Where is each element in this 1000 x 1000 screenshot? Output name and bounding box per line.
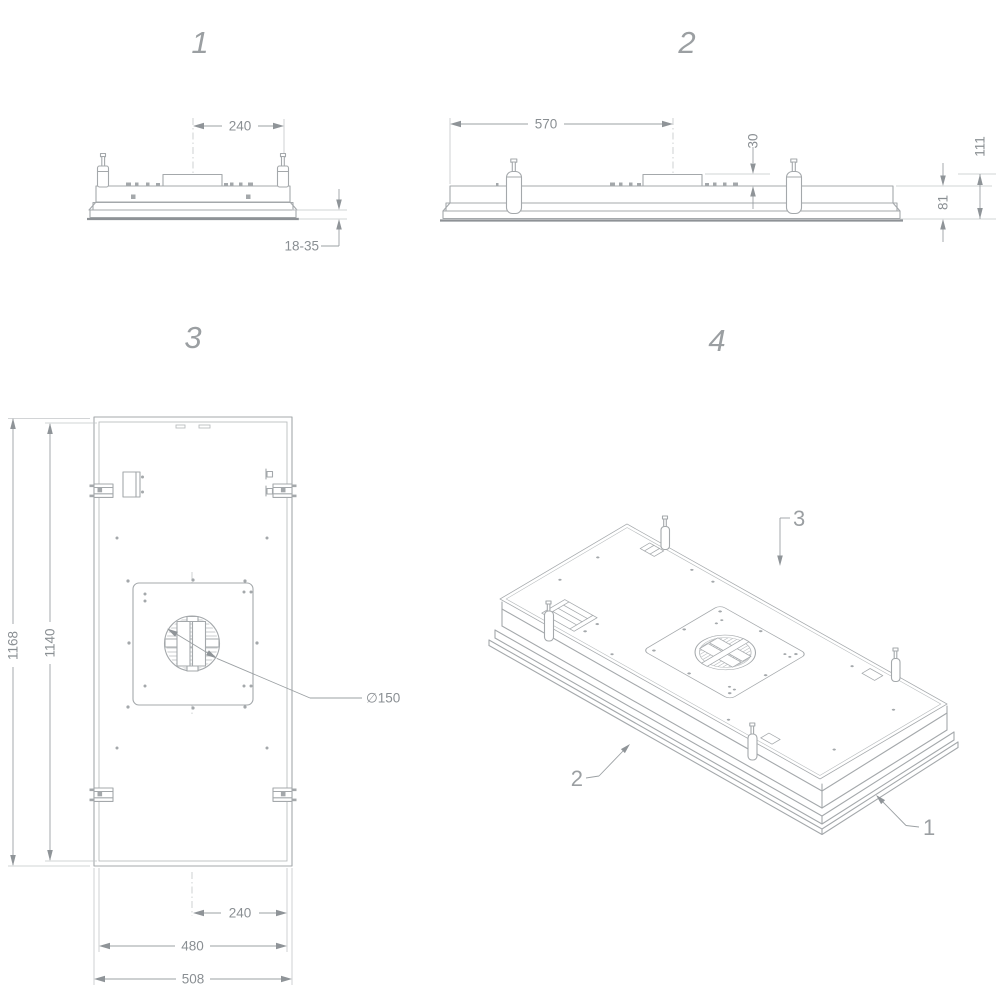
mounting-frame	[92, 201, 294, 211]
grill-cross-vertical	[191, 620, 207, 667]
spring-bracket-right	[276, 152, 290, 188]
dim-18-35-text: 18-35	[284, 239, 319, 254]
view-3-dim-240: 240	[193, 868, 288, 952]
view-1-dim-18-35: 18-35	[284, 189, 347, 254]
top-edge-nubs	[496, 182, 738, 186]
callout-2-text: 2	[571, 766, 583, 791]
view-3-dim-1140: 1140	[43, 422, 97, 862]
view-2-dim-570: 570	[449, 117, 674, 192]
view-4-isometric: 4	[488, 323, 959, 840]
view-2-dim-30: 30	[705, 133, 770, 209]
dim-30-text: 30	[746, 133, 761, 148]
iso-face-screws	[558, 556, 896, 751]
iso-spring-front-left	[543, 600, 555, 642]
view-3-dim-508: 508	[93, 868, 293, 987]
iso-spring-back-left	[660, 515, 671, 551]
screw-head	[246, 194, 251, 199]
junction-box	[122, 471, 144, 498]
side-clip-right-lower	[272, 787, 297, 802]
view-4-label: 4	[708, 323, 725, 358]
spring-bracket-left	[96, 152, 110, 188]
iso-trim-panel	[488, 639, 959, 836]
housing-inner-outline	[98, 421, 288, 862]
dim-81-text: 81	[936, 195, 951, 210]
view-3-dim-diameter: ∅150	[167, 628, 400, 706]
ceiling-trim-panel	[89, 209, 297, 219]
iso-mounting-frame	[494, 629, 955, 825]
view-3-plan: 3	[6, 320, 401, 987]
dim-508-text: 508	[182, 972, 205, 987]
dim-diameter-text: ∅150	[366, 691, 400, 706]
callout-3: 3	[777, 506, 805, 566]
face-screws	[115, 536, 269, 750]
view-2-label: 2	[677, 25, 695, 60]
top-edge-nubs	[126, 182, 253, 186]
dim-570-text: 570	[535, 117, 558, 132]
side-clip-right-upper	[265, 468, 297, 498]
view-3-dim-480: 480	[98, 868, 287, 954]
plate-screws	[126, 578, 259, 710]
duct-collar	[642, 173, 703, 186]
view-1-hood-body	[87, 173, 299, 221]
iso-spring-back-right	[890, 647, 901, 683]
side-clip-left-upper	[89, 483, 114, 498]
view-3-dim-1168: 1168	[6, 418, 90, 867]
dim-111-text: 111	[973, 136, 988, 157]
view-1-side-section: 1 240	[87, 25, 347, 254]
iso-top-face	[499, 523, 948, 780]
dim-1168-text: 1168	[6, 631, 21, 660]
view-1-dim-240: 240	[192, 118, 285, 188]
iso-spring-front-right	[747, 722, 758, 761]
iso-clip-plates	[639, 542, 884, 745]
spring-bracket-left	[505, 158, 523, 215]
spring-bracket-right	[785, 158, 803, 215]
iso-fan-grill	[689, 631, 762, 674]
view-2-dim-111: 111	[958, 136, 996, 219]
dim-240-text: 240	[229, 906, 252, 921]
grill-cross-vertical	[176, 620, 191, 667]
view-3-label: 3	[184, 320, 201, 355]
view-2-hood-body	[440, 173, 903, 222]
view-2-dim-81: 81	[896, 163, 996, 242]
callout-2: 2	[571, 744, 630, 791]
duct-collar	[162, 173, 223, 186]
callout-1-text: 1	[923, 815, 935, 840]
side-clip-left-lower	[89, 787, 114, 802]
view-2-side-section: 2 570	[440, 25, 996, 242]
top-slots	[175, 424, 211, 429]
dim-240-text: 240	[229, 119, 252, 134]
view-1-label: 1	[191, 25, 208, 60]
callout-3-text: 3	[793, 506, 805, 531]
iso-walls-and-flange	[488, 601, 959, 836]
hood-body	[95, 185, 291, 203]
ceiling-trim-panel	[442, 210, 901, 220]
dim-480-text: 480	[181, 939, 204, 954]
screw-head	[131, 194, 136, 199]
callout-1: 1	[876, 795, 935, 840]
dim-1140-text: 1140	[43, 628, 58, 657]
